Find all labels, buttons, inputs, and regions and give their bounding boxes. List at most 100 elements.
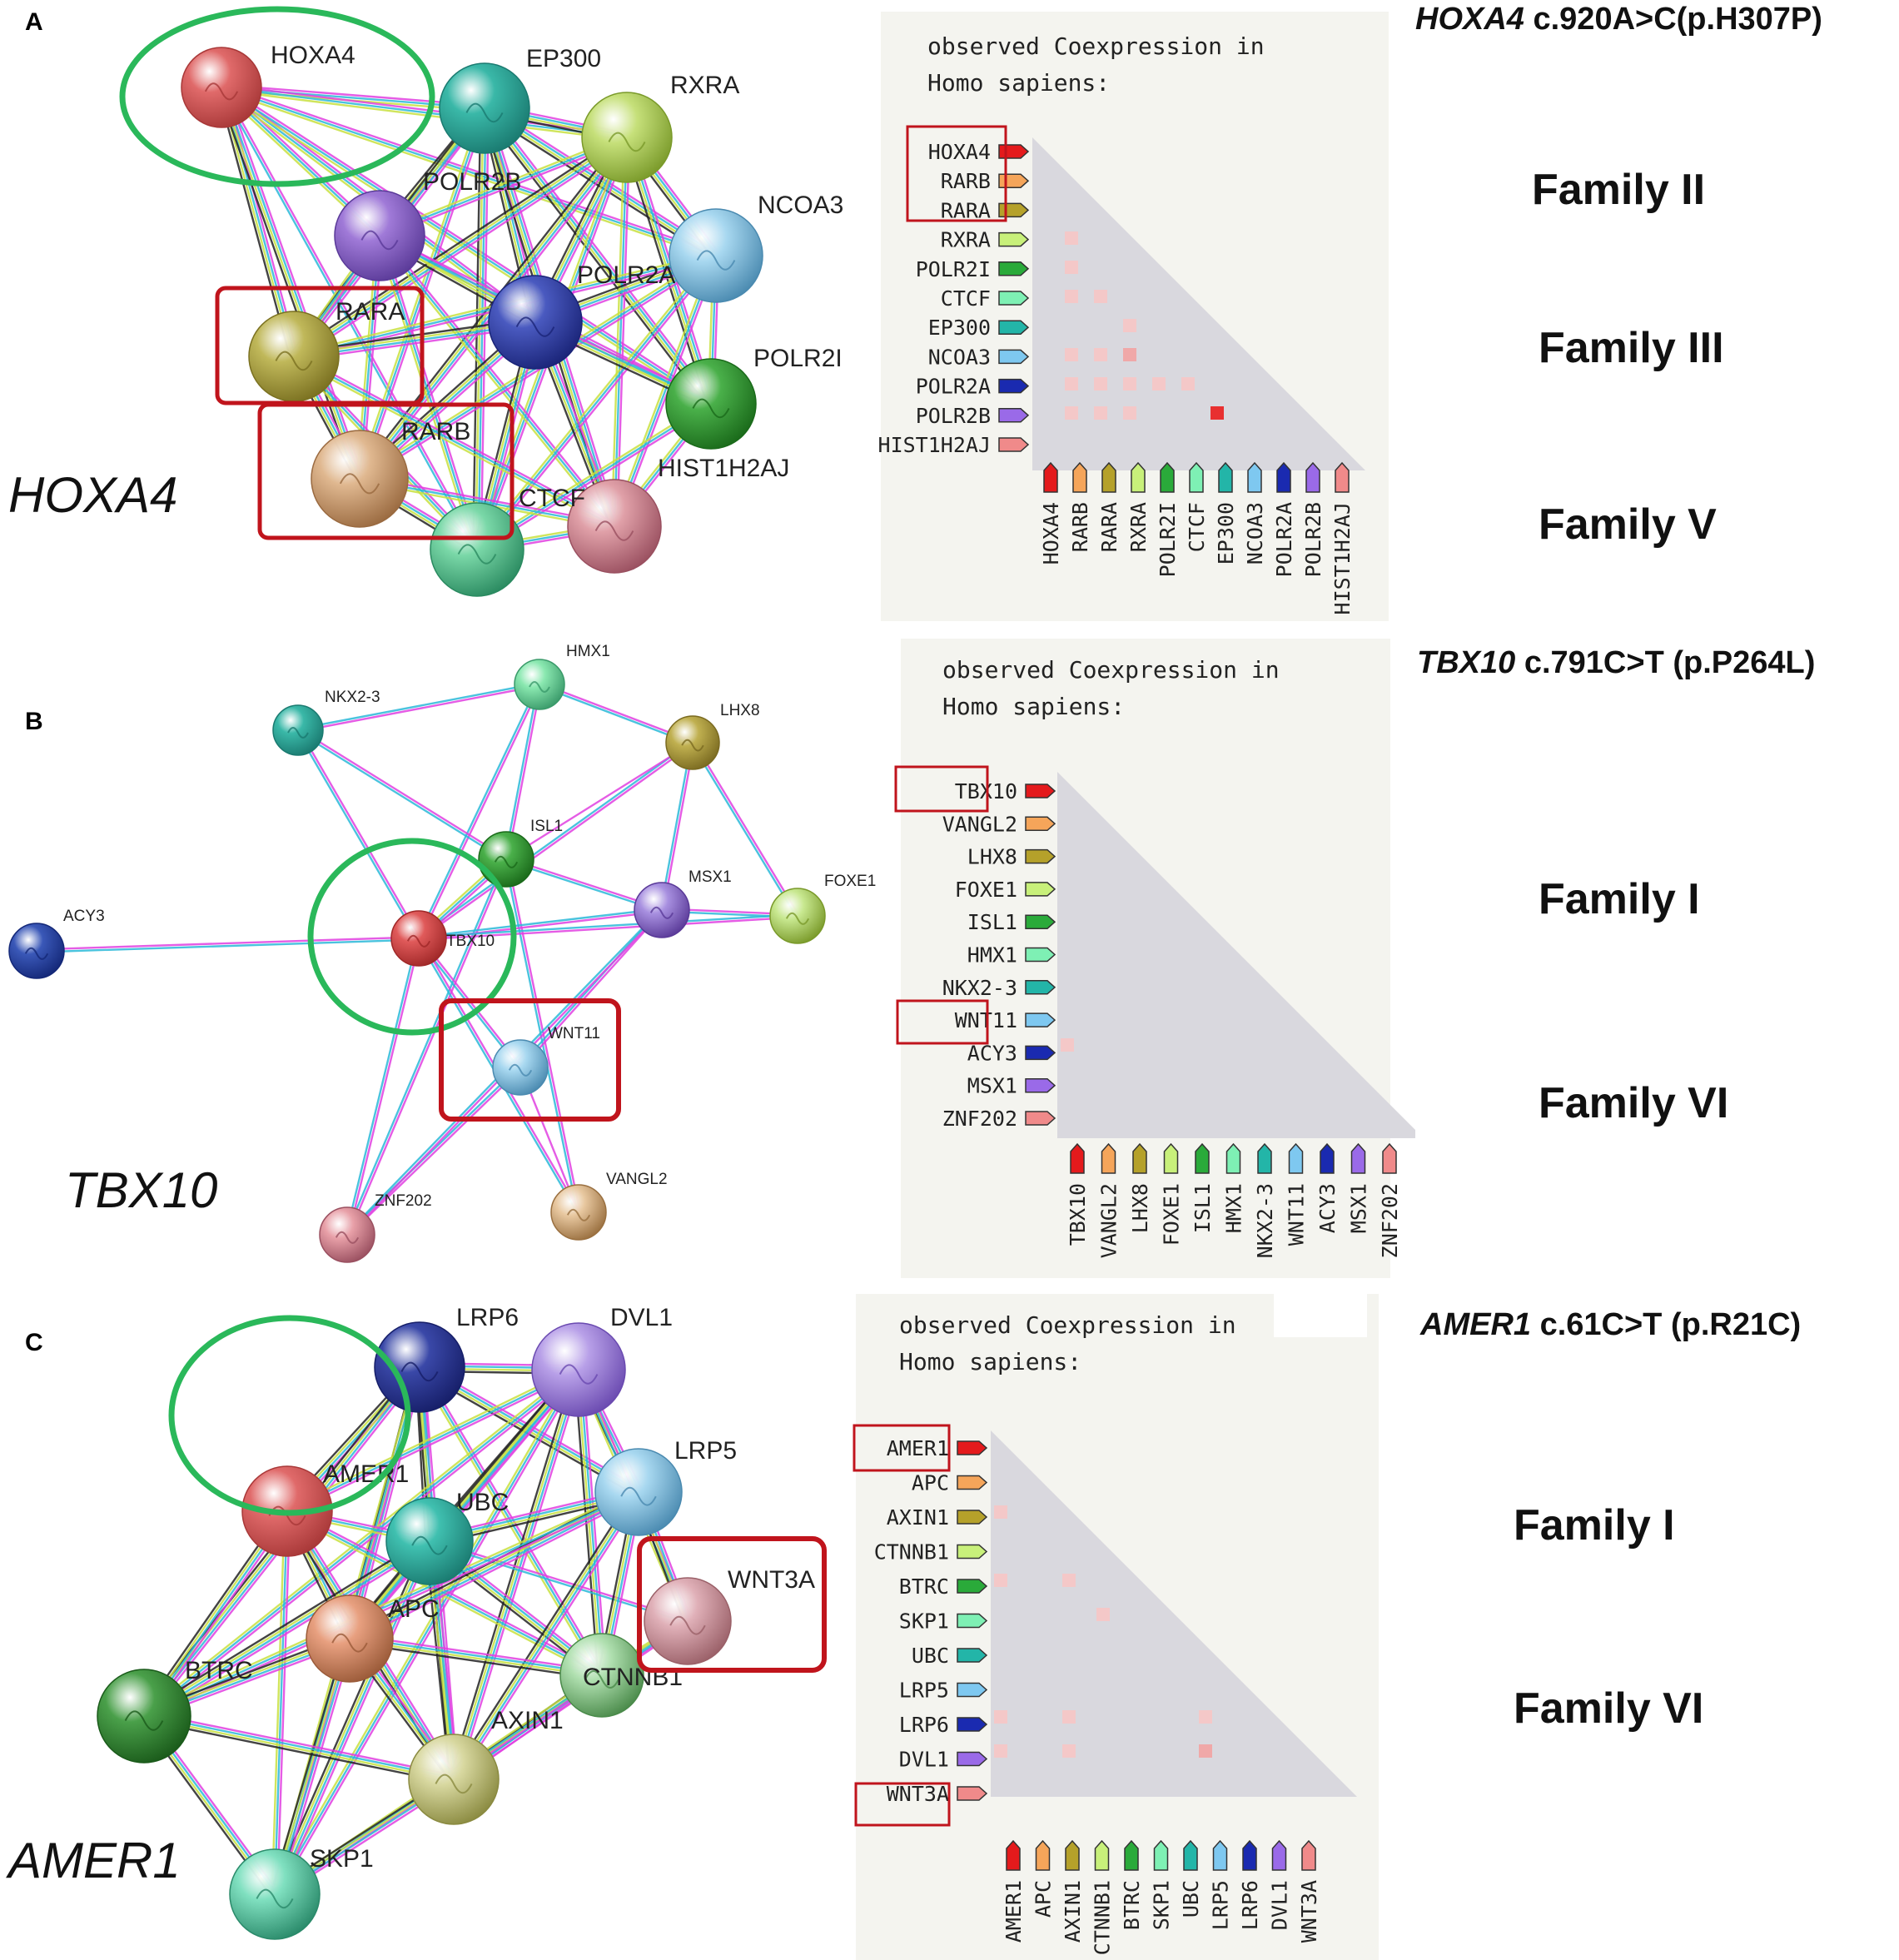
network-edge [613, 255, 718, 527]
node-label: BTRC [185, 1657, 253, 1684]
network-edge [348, 1490, 639, 1639]
network-edge [456, 1371, 584, 1781]
node-label: NKX2-3 [325, 689, 380, 706]
gene-color-arrow [998, 144, 1030, 159]
gene-color-arrow [1070, 1142, 1085, 1174]
coexpression-cell [1210, 406, 1224, 420]
protein-structure-icon [360, 230, 399, 251]
coexpression-title-line: Homo sapiens: [899, 1348, 1082, 1375]
network-edge [476, 255, 717, 550]
network-edge [142, 1366, 578, 1715]
node-sphere [306, 1594, 394, 1683]
gene-color-arrow [1153, 1839, 1169, 1871]
gene-color-arrow [1025, 980, 1056, 995]
node-label: ISL1 [530, 818, 563, 835]
family-label: Family VI [1514, 1684, 1704, 1733]
row-gene-label: ZNF202 [942, 1107, 1017, 1131]
column-gene-label: LRP6 [1238, 1880, 1262, 1930]
network-edge [271, 1510, 286, 1894]
network-edge [379, 235, 615, 527]
network-node: FOXE1 [769, 873, 876, 944]
network-edge [216, 87, 291, 358]
gene-color-arrow [957, 1682, 988, 1698]
coexpression-title: observed Coexpression in Homo sapiens: [942, 652, 1280, 725]
node-label: SKP1 [310, 1845, 374, 1873]
column-gene-label: ACY3 [1315, 1183, 1340, 1233]
highlight-box [896, 999, 989, 1045]
column-gene-label: HOXA4 [1039, 502, 1063, 565]
protein-structure-icon [649, 906, 674, 919]
protein-structure-icon [335, 1231, 360, 1244]
coexpression-triangle [1057, 772, 1415, 1138]
column-gene-label: NCOA3 [1243, 502, 1267, 565]
network-edges [36, 682, 800, 1237]
network-node: SKP1 [229, 1845, 374, 1940]
column-gene-label: DVL1 [1268, 1880, 1292, 1930]
column-gene-label: MSX1 [1347, 1183, 1371, 1233]
protein-structure-icon [339, 473, 380, 495]
row-gene-label: DVL1 [899, 1748, 949, 1772]
node-sphere [665, 358, 757, 450]
network-edge [297, 682, 539, 730]
network-edge [690, 743, 798, 918]
gene-color-arrow [998, 261, 1030, 276]
network-edge [295, 140, 630, 361]
gene-color-arrow [1043, 461, 1058, 493]
column-gene-label: LRP5 [1209, 1880, 1233, 1930]
highlight-box [894, 765, 989, 813]
network-edge [506, 684, 542, 860]
node-sphere [311, 430, 409, 528]
node-sphere [272, 704, 324, 756]
network-edge [610, 254, 715, 526]
protein-structure-icon [681, 739, 704, 752]
node-sphere [97, 1669, 191, 1764]
panel-letter: C [25, 1329, 43, 1356]
node-sphere [567, 479, 662, 574]
network-edge [449, 1368, 576, 1778]
gene-color-arrow [1276, 461, 1291, 493]
gene-color-arrow [1189, 461, 1204, 493]
network-edge [539, 682, 693, 743]
gene-color-arrow [1242, 1839, 1257, 1871]
gene-color-arrow [1163, 1142, 1179, 1174]
network-node: HMX1 [514, 643, 610, 710]
network-node: ZNF202 [319, 1192, 432, 1263]
network-edge [449, 1489, 636, 1778]
network-edge [142, 1539, 430, 1716]
network-edge [347, 938, 421, 1236]
protein-structure-icon [508, 1063, 533, 1077]
row-gene-label: ACY3 [967, 1041, 1017, 1065]
network-node: LRP5 [594, 1437, 737, 1536]
gene-color-arrow [957, 1579, 988, 1594]
gene-color-arrow [957, 1544, 988, 1560]
network-edge [142, 1719, 454, 1784]
node-label: HMX1 [566, 643, 610, 660]
highlight-circle [307, 838, 517, 1036]
row-gene-label: NCOA3 [928, 345, 991, 369]
network-node: POLR2A [488, 261, 675, 370]
protein-structure-icon [566, 1208, 591, 1221]
network-edge [350, 1370, 581, 1640]
heading-gene: TBX10 [1417, 645, 1516, 680]
gene-color-arrow [1025, 848, 1056, 864]
coexpression-cell [1094, 348, 1107, 361]
network-edge [380, 233, 618, 525]
coexpression-matrix-b: TBX10VANGL2LHX8FOXE1ISL1HMX1NKX2-3WNT11A… [894, 765, 1415, 1258]
row-gene-label: HOXA4 [928, 140, 991, 164]
gene-color-arrow [1025, 1045, 1056, 1061]
network-edge [505, 741, 693, 861]
coexpression-triangle [991, 1430, 1357, 1797]
network-edge [456, 1493, 644, 1783]
column-gene-label: CTCF [1185, 502, 1209, 552]
row-gene-label: POLR2A [916, 375, 991, 399]
node-label: AMER1 [323, 1460, 409, 1488]
protein-structure-icon [692, 398, 730, 419]
gene-color-arrow [957, 1613, 988, 1629]
network-edge [276, 1511, 291, 1895]
protein-structure-icon [529, 681, 550, 693]
gene-color-arrow [1320, 1142, 1335, 1174]
coexpression-cell [1065, 231, 1078, 245]
coexpression-cell [994, 1574, 1007, 1587]
